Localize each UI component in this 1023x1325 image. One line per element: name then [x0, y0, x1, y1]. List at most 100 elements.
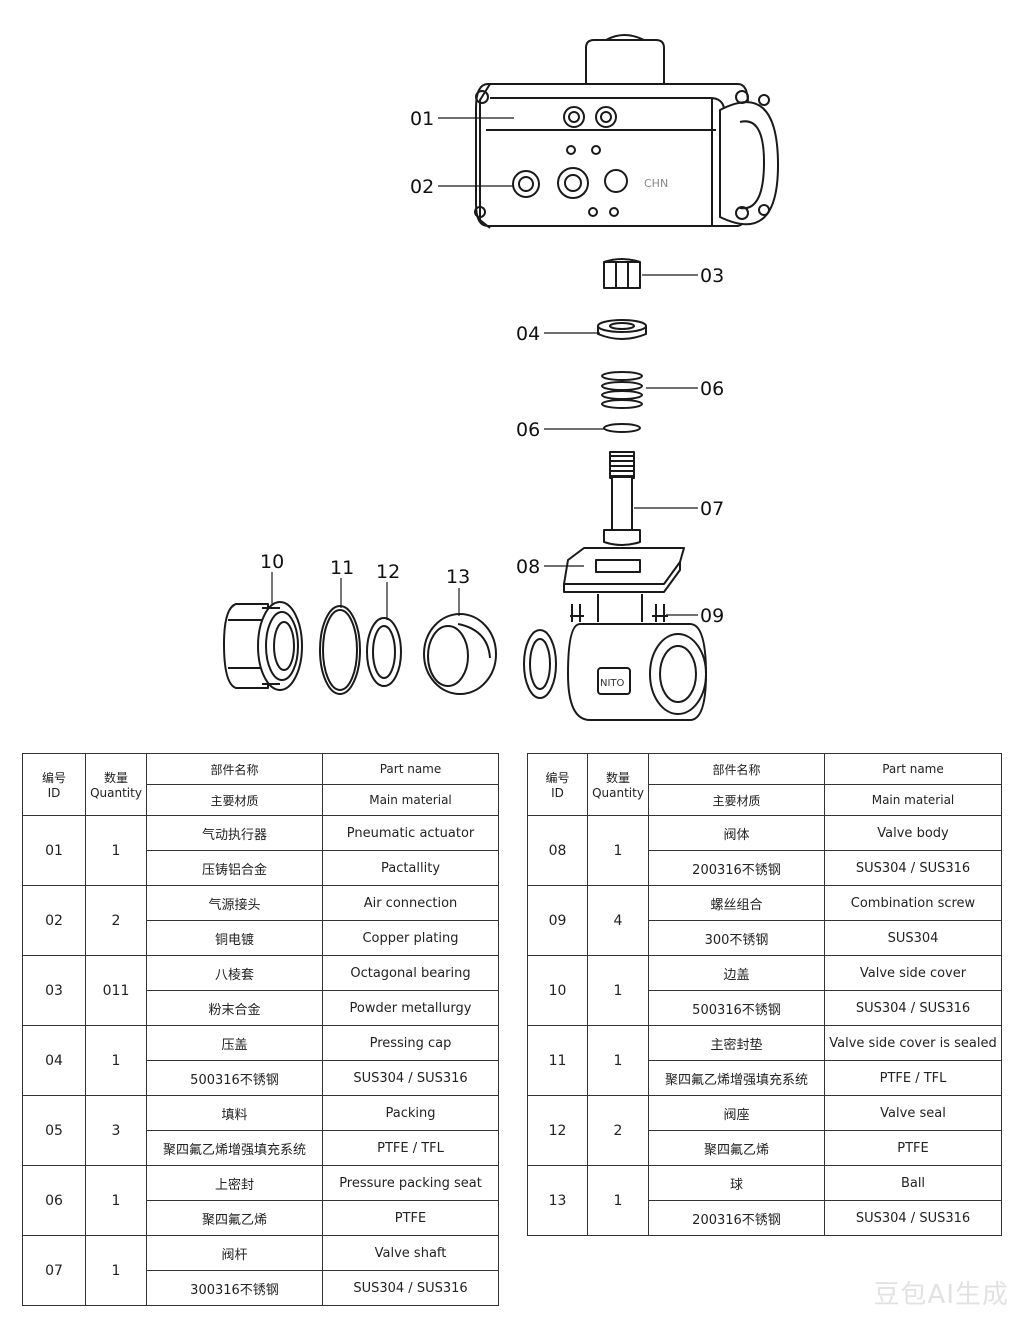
- header-qty-en: Quantity: [90, 786, 142, 800]
- part-number-cell: 12: [527, 1095, 588, 1166]
- part-number-cell: 07: [22, 1235, 86, 1306]
- octagonal-bearing-part: [603, 258, 641, 289]
- material-cn-cell: 200316不锈钢: [648, 850, 825, 886]
- valve-body-part: [563, 547, 707, 721]
- header-part-cn: 部件名称: [648, 753, 825, 785]
- part-number-cell: 02: [22, 885, 86, 956]
- header-qty-en: Quantity: [592, 786, 644, 800]
- part-number-cell: 06: [22, 1165, 86, 1236]
- header-no-en: ID: [47, 786, 61, 800]
- main-gasket-part: [319, 605, 361, 695]
- quantity-cell: 1: [85, 1235, 147, 1306]
- header-mat-en: Main material: [824, 784, 1002, 816]
- callout-09: 09: [700, 605, 724, 627]
- part-name-cn-cell: 阀体: [648, 815, 825, 851]
- part-name-en-cell: Ball: [824, 1165, 1002, 1201]
- quantity-cell: 1: [587, 1025, 649, 1096]
- material-cn-cell: 粉末合金: [146, 990, 323, 1026]
- part-number-cell: 08: [527, 815, 588, 886]
- part-name-en-cell: Pneumatic actuator: [322, 815, 499, 851]
- callout-01: 01: [410, 108, 434, 130]
- body-seat-ring-part: [523, 629, 557, 699]
- callout-11: 11: [330, 557, 354, 579]
- part-name-en-cell: Valve body: [824, 815, 1002, 851]
- material-en-cell: SUS304 / SUS316: [322, 1270, 499, 1306]
- part-name-en-cell: Combination screw: [824, 885, 1002, 921]
- material-cn-cell: 300316不锈钢: [146, 1270, 323, 1306]
- material-en-cell: SUS304: [824, 920, 1002, 956]
- material-en-cell: SUS304 / SUS316: [824, 990, 1002, 1026]
- header-no-cn: 编号: [545, 771, 570, 785]
- callout-02: 02: [410, 176, 434, 198]
- part-name-cn-cell: 螺丝组合: [648, 885, 825, 921]
- material-en-cell: SUS304 / SUS316: [824, 850, 1002, 886]
- quantity-cell: 2: [587, 1095, 649, 1166]
- part-name-en-cell: Packing: [322, 1095, 499, 1131]
- callout-13: 13: [446, 566, 470, 588]
- part-name-cn-cell: 上密封: [146, 1165, 323, 1201]
- watermark: 豆包AI生成: [873, 1280, 1009, 1310]
- material-cn-cell: 500316不锈钢: [648, 990, 825, 1026]
- upper-seal-part: [603, 423, 641, 433]
- quantity-cell: 011: [85, 955, 147, 1026]
- part-name-en-cell: Octagonal bearing: [322, 955, 499, 991]
- part-name-en-cell: Valve shaft: [322, 1235, 499, 1271]
- header-part-en: Part name: [824, 753, 1002, 785]
- callout-10: 10: [260, 551, 284, 573]
- callout-07: 07: [700, 498, 724, 520]
- header-no-en: ID: [551, 786, 564, 800]
- header-no-cn: 编号: [41, 771, 66, 785]
- part-number-cell: 03: [22, 955, 86, 1026]
- header-part-cn: 部件名称: [146, 753, 323, 785]
- valve-seat-part: [366, 617, 402, 687]
- part-name-cn-cell: 八棱套: [146, 955, 323, 991]
- part-name-cn-cell: 气源接头: [146, 885, 323, 921]
- header-qty-cn: 数量: [605, 771, 630, 785]
- part-number-cell: 10: [527, 955, 588, 1026]
- material-cn-cell: 300不锈钢: [648, 920, 825, 956]
- callout-06b: 06: [516, 419, 540, 441]
- part-name-en-cell: Valve seal: [824, 1095, 1002, 1131]
- part-name-cn-cell: 主密封垫: [648, 1025, 825, 1061]
- part-number-cell: 13: [527, 1165, 588, 1236]
- part-name-cn-cell: 球: [648, 1165, 825, 1201]
- quantity-cell: 1: [85, 1165, 147, 1236]
- callout-04: 04: [516, 323, 540, 345]
- material-en-cell: PTFE: [824, 1130, 1002, 1166]
- material-cn-cell: 压铸铝合金: [146, 850, 323, 886]
- pressing-cap-part: [597, 319, 647, 340]
- material-cn-cell: 500316不锈钢: [146, 1060, 323, 1096]
- header-mat-en: Main material: [322, 784, 499, 816]
- exploded-view-diagram: 01 02 03 04 06 06 07 08 09 10 11 12 13 C…: [223, 34, 779, 721]
- table-header-row: 主要材质 Main material: [23, 784, 499, 816]
- actuator-logo: CHN: [644, 177, 668, 190]
- header-mat-cn: 主要材质: [648, 784, 825, 816]
- material-cn-cell: 聚四氟乙烯: [648, 1130, 825, 1166]
- header-qty-cn: 数量: [103, 771, 128, 785]
- material-en-cell: Powder metallurgy: [322, 990, 499, 1026]
- material-en-cell: Pactallity: [322, 850, 499, 886]
- material-cn-cell: 聚四氟乙烯增强填充系统: [648, 1060, 825, 1096]
- callout-06a: 06: [700, 378, 724, 400]
- side-cover-part: [223, 601, 303, 691]
- material-en-cell: PTFE / TFL: [322, 1130, 499, 1166]
- material-cn-cell: 200316不锈钢: [648, 1200, 825, 1236]
